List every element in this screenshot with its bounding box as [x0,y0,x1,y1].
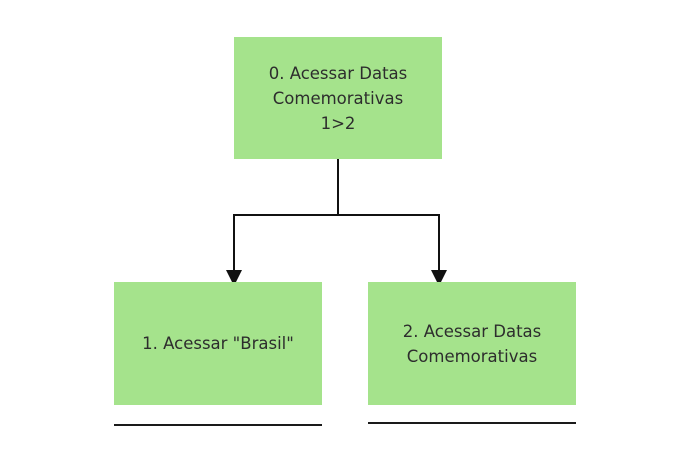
node-acessar-brasil: 1. Acessar "Brasil" [114,282,322,405]
node-acessar-datas-comemorativas: 2. Acessar Datas Comemorativas [368,282,576,405]
node-1-line-1: 1. Acessar "Brasil" [142,334,294,353]
node-root-line-2: Comemorativas [272,88,404,108]
node-2-line-1: 2. Acessar Datas [402,321,542,341]
node-root: 0. Acessar Datas Comemorativas 1>2 [234,37,442,159]
node-2-underline [368,422,576,424]
node-root-line-3: 1>2 [320,113,356,133]
node-1-underline [114,424,322,426]
node-2-line-2: Comemorativas [406,346,538,366]
node-root-line-1: 0. Acessar Datas [268,63,408,83]
